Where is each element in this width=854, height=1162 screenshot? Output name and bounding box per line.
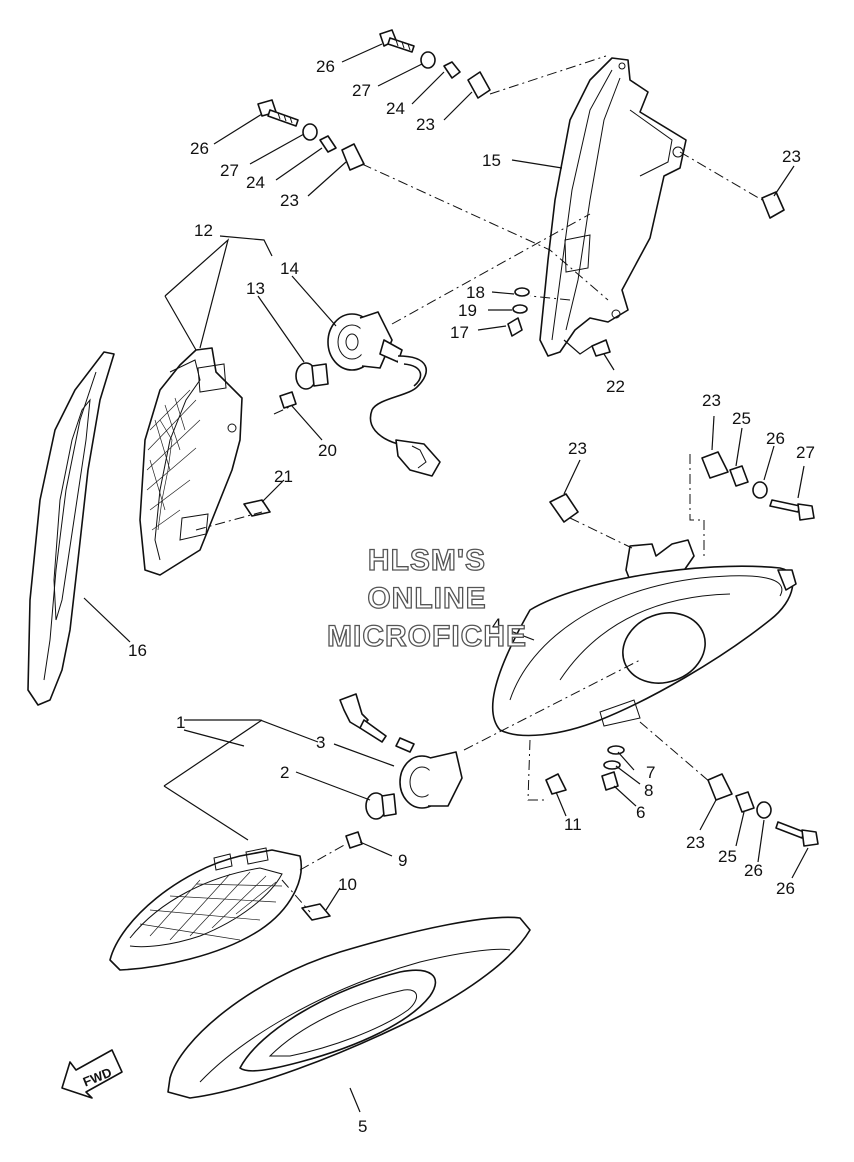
- washer-7: [607, 745, 625, 755]
- callout-24: 25: [732, 409, 751, 428]
- collar-24-housing-right: [729, 465, 749, 487]
- collar-24-mid: [319, 135, 337, 153]
- callout-22: 22: [606, 377, 625, 396]
- callouts: 26 27 24 23 26 27 24 23 15 23 12 13 14 1…: [128, 57, 815, 1136]
- callout-12: 12: [194, 221, 213, 240]
- lower-flasher-lamp-1: [109, 847, 302, 971]
- callout-26: 26: [190, 139, 209, 158]
- leader-lines: [83, 43, 809, 1113]
- watermark-line-1: HLSM'S: [368, 544, 486, 577]
- assembly-lines: [195, 55, 763, 913]
- bracket-15: [539, 57, 687, 357]
- washer-27-upper: [420, 51, 436, 69]
- washer-8: [603, 760, 621, 770]
- callout-21: 21: [274, 467, 293, 486]
- callout-24: 25: [718, 847, 737, 866]
- callout-6: 6: [636, 803, 645, 822]
- callout-23: 23: [280, 191, 299, 210]
- callout-19: 19: [458, 301, 477, 320]
- washer-19: [512, 304, 528, 314]
- watermark: HLSM'S ONLINE MICROFICHE: [326, 543, 527, 653]
- callout-20: 20: [318, 441, 337, 460]
- callout-27: 27: [220, 161, 239, 180]
- callout-3: 3: [316, 733, 325, 752]
- bulb-13: [295, 362, 329, 390]
- washer-25-housing-right: [752, 481, 768, 499]
- screw-17: [507, 317, 523, 337]
- callout-7: 7: [646, 763, 655, 782]
- collar-24-lower: [735, 791, 755, 813]
- callout-23: 23: [686, 833, 705, 852]
- connector-3: [339, 693, 415, 753]
- callout-1: 1: [176, 713, 185, 732]
- callout-24: 24: [246, 173, 265, 192]
- socket-14: [327, 311, 441, 477]
- watermark-line-2: ONLINE: [367, 582, 486, 615]
- callout-17: 17: [450, 323, 469, 342]
- grommet-23-lower: [707, 773, 733, 801]
- lens-5: [167, 916, 531, 1099]
- bolt-26-lower: [775, 821, 819, 847]
- callout-26: 26: [316, 57, 335, 76]
- bolt-26-mid: [257, 99, 299, 127]
- socket-3: [399, 751, 463, 809]
- grommet-23-housing-right: [701, 451, 729, 479]
- grommet-23-housing-top: [549, 493, 579, 523]
- callout-16: 16: [128, 641, 147, 660]
- watermark-line-3: MICROFICHE: [327, 620, 527, 653]
- bulb-2: [365, 792, 397, 820]
- grommet-23-mid: [341, 143, 365, 171]
- washer-18: [514, 287, 530, 297]
- callout-8: 8: [644, 781, 653, 800]
- screw-11: [545, 773, 567, 795]
- callout-23: 23: [702, 391, 721, 410]
- callout-23: 23: [416, 115, 435, 134]
- fwd-arrow-icon: FWD: [61, 1049, 123, 1099]
- bolt-26-upper: [379, 29, 415, 53]
- callout-26: 27: [796, 443, 815, 462]
- screw-6: [601, 771, 619, 791]
- callout-25: 26: [744, 861, 763, 880]
- left-flasher-lamp-12: [139, 347, 243, 576]
- callout-4: 4: [492, 615, 501, 634]
- callout-5: 5: [358, 1117, 367, 1136]
- callout-15: 15: [482, 151, 501, 170]
- clip-10: [301, 903, 331, 921]
- callout-18: 18: [466, 283, 485, 302]
- callout-11: 11: [564, 815, 582, 834]
- callout-23: 23: [782, 147, 801, 166]
- grommet-23-right: [761, 191, 785, 219]
- housing-4: [491, 539, 797, 737]
- callout-10: 10: [338, 875, 357, 894]
- collar-24-upper: [443, 61, 461, 79]
- lens-16: [27, 351, 115, 706]
- screw-9: [345, 831, 363, 849]
- washer-25-lower: [756, 801, 772, 819]
- bolt-26-housing-right: [769, 499, 815, 521]
- callout-27: 27: [352, 81, 371, 100]
- callout-13: 13: [246, 279, 265, 298]
- grommet-23-upper: [467, 71, 491, 99]
- callout-2: 2: [280, 763, 289, 782]
- callout-9: 9: [398, 851, 407, 870]
- callout-24: 24: [386, 99, 405, 118]
- callout-14: 14: [280, 259, 299, 278]
- callout-26: 26: [776, 879, 795, 898]
- clip-21: [243, 499, 271, 517]
- washer-27-mid: [302, 123, 318, 141]
- screw-22: [591, 339, 611, 357]
- callout-25: 26: [766, 429, 785, 448]
- callout-23: 23: [568, 439, 587, 458]
